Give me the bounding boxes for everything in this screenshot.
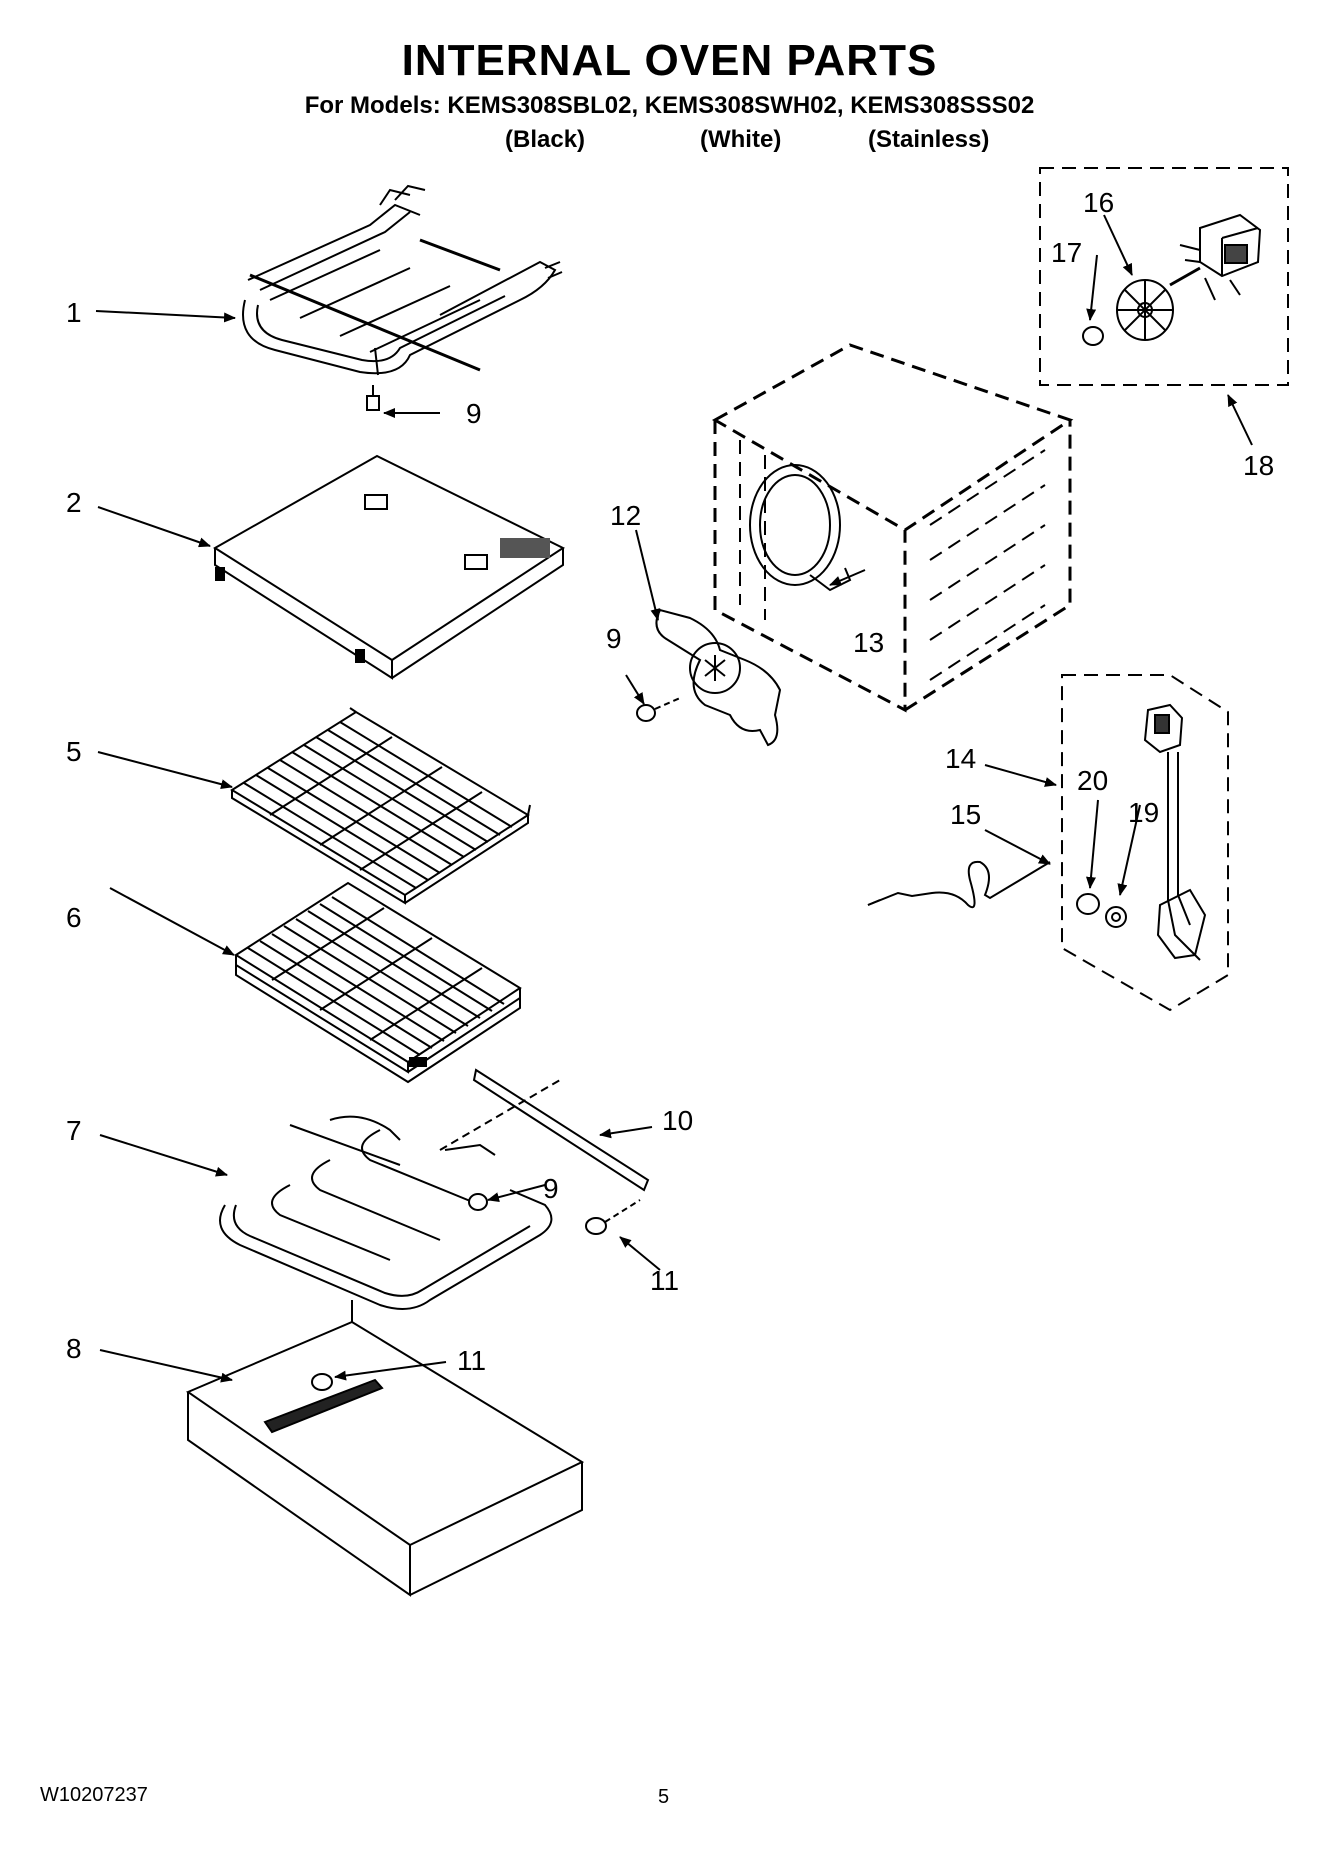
callout-17: 17 [1051, 237, 1082, 268]
callout-6: 6 [66, 902, 82, 933]
fan-baffle [655, 608, 782, 747]
screw-part-11-a [585, 1199, 641, 1235]
callout-10: 10 [662, 1105, 693, 1136]
callout-12: 12 [610, 500, 641, 531]
drip-tray [185, 1300, 585, 1597]
callout-19: 19 [1128, 797, 1159, 828]
callout-18: 18 [1243, 450, 1274, 481]
callout-13: 13 [853, 627, 884, 658]
color-black-label: (Black) [505, 126, 586, 153]
bake-element [219, 1079, 561, 1310]
callout-9-top: 9 [466, 398, 482, 429]
callout-11-b: 11 [457, 1345, 486, 1376]
bracket [472, 1068, 650, 1192]
page-number: 5 [658, 1786, 670, 1808]
callout-8: 8 [66, 1333, 82, 1364]
temperature-sensor [1143, 703, 1207, 961]
page-title: INTERNAL OVEN PARTS [401, 36, 938, 85]
screw-part-9-mid [468, 1193, 488, 1211]
callout-20: 20 [1077, 765, 1108, 796]
callout-7: 7 [66, 1115, 82, 1146]
nut-part-17 [1082, 326, 1104, 346]
callout-5: 5 [66, 736, 82, 767]
color-white-label: (White) [700, 126, 782, 153]
nut-part-20 [1076, 893, 1100, 915]
fan-blade [1116, 279, 1174, 341]
callout-11-a: 11 [650, 1265, 679, 1296]
callout-arrows [95, 214, 1253, 1383]
oven-cavity [711, 343, 1074, 713]
callout-14: 14 [945, 743, 976, 774]
screw-part-9-top [366, 385, 380, 411]
washer-part-19 [1105, 906, 1127, 928]
callout-2: 2 [66, 487, 82, 518]
broil-element [242, 184, 563, 376]
callout-9-baffle: 9 [606, 623, 622, 654]
models-line: For Models: KEMS308SBL02, KEMS308SWH02, … [304, 92, 1035, 119]
fan-motor-assembly-box [1039, 167, 1289, 386]
color-stainless-label: (Stainless) [868, 126, 990, 153]
callout-15: 15 [950, 799, 981, 830]
callout-16: 16 [1083, 187, 1114, 218]
screw-part-11-b [311, 1373, 333, 1391]
meat-probe [867, 860, 1051, 909]
cover-panel [213, 454, 566, 680]
callout-1: 1 [66, 297, 82, 328]
fan-motor [1169, 213, 1262, 301]
callout-labels: 1 9 2 5 6 7 8 9 10 11 11 12 9 13 14 15 1… [66, 187, 1274, 1376]
document-number: W10207237 [40, 1784, 148, 1806]
sensor-assembly-box [1061, 674, 1229, 1012]
oven-rack [230, 707, 531, 905]
callout-9-mid: 9 [543, 1173, 559, 1204]
screw-part-9-baffle [636, 697, 681, 722]
roll-out-rack [234, 881, 522, 1084]
